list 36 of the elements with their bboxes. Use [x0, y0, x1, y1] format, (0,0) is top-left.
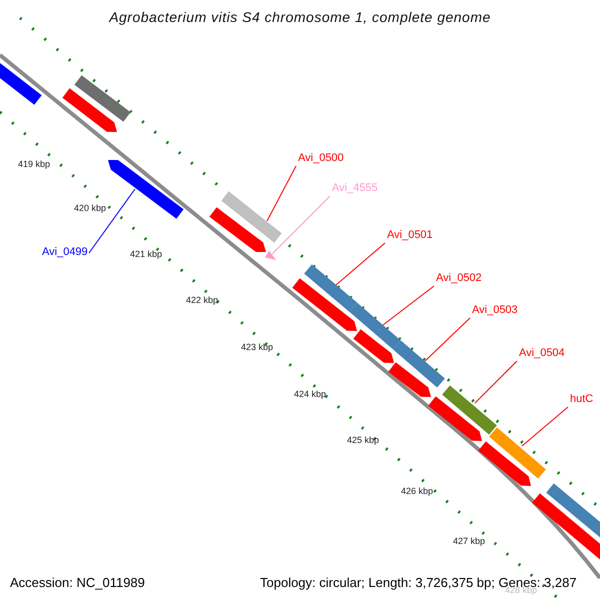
kbp-tick-label: 426 kbp: [401, 487, 434, 496]
leader-line: [474, 360, 518, 404]
kbp-tick-label: 419 kbp: [18, 160, 50, 169]
leader-line: [88, 188, 136, 254]
kbp-tick-label: 424 kbp: [294, 390, 326, 399]
info-text: Topology: circular; Length: 3,726,375 bp; Genes: 3,287: [260, 576, 577, 589]
leader-line: [522, 406, 568, 446]
gene-feature: [108, 160, 184, 219]
gene-feature: [264, 250, 276, 260]
gene-bar: [304, 264, 357, 312]
leader-line: [382, 286, 434, 326]
kbp-tick-label: 422 kbp: [186, 296, 218, 305]
gene-label: Avi_0502: [436, 273, 482, 284]
kbp-tick-label: 421 kbp: [130, 250, 162, 259]
info-text: Accession: NC_011989: [10, 576, 145, 589]
gene-bar: [221, 191, 282, 243]
gene-label: Avi_0499: [42, 247, 88, 258]
diagram-title: Agrobacterium vitis S4 chromosome 1, complete genome: [108, 10, 492, 24]
leader-line: [266, 166, 296, 222]
kbp-tick-label: 427 kbp: [453, 537, 486, 546]
gene-bar: [442, 385, 497, 435]
gene-label: Avi_0504: [519, 348, 565, 359]
gene-label: Avi_0500: [298, 153, 344, 164]
kbp-tick-label: 428 kbp: [505, 586, 538, 595]
gene-bar: [393, 340, 445, 388]
gene-label: Avi_0501: [387, 230, 433, 241]
gene-label: Avi_4555: [332, 183, 378, 194]
gene-bar: [489, 427, 546, 479]
gene-label: Avi_0503: [472, 305, 518, 316]
kbp-tick-label: 425 kbp: [347, 436, 380, 445]
gene-bar: [349, 302, 401, 350]
leader-line: [272, 196, 330, 254]
kbp-tick-label: 423 kbp: [241, 343, 274, 352]
gene-label: hutC: [570, 394, 594, 405]
leader-line: [424, 318, 470, 362]
leader-line: [336, 242, 386, 286]
